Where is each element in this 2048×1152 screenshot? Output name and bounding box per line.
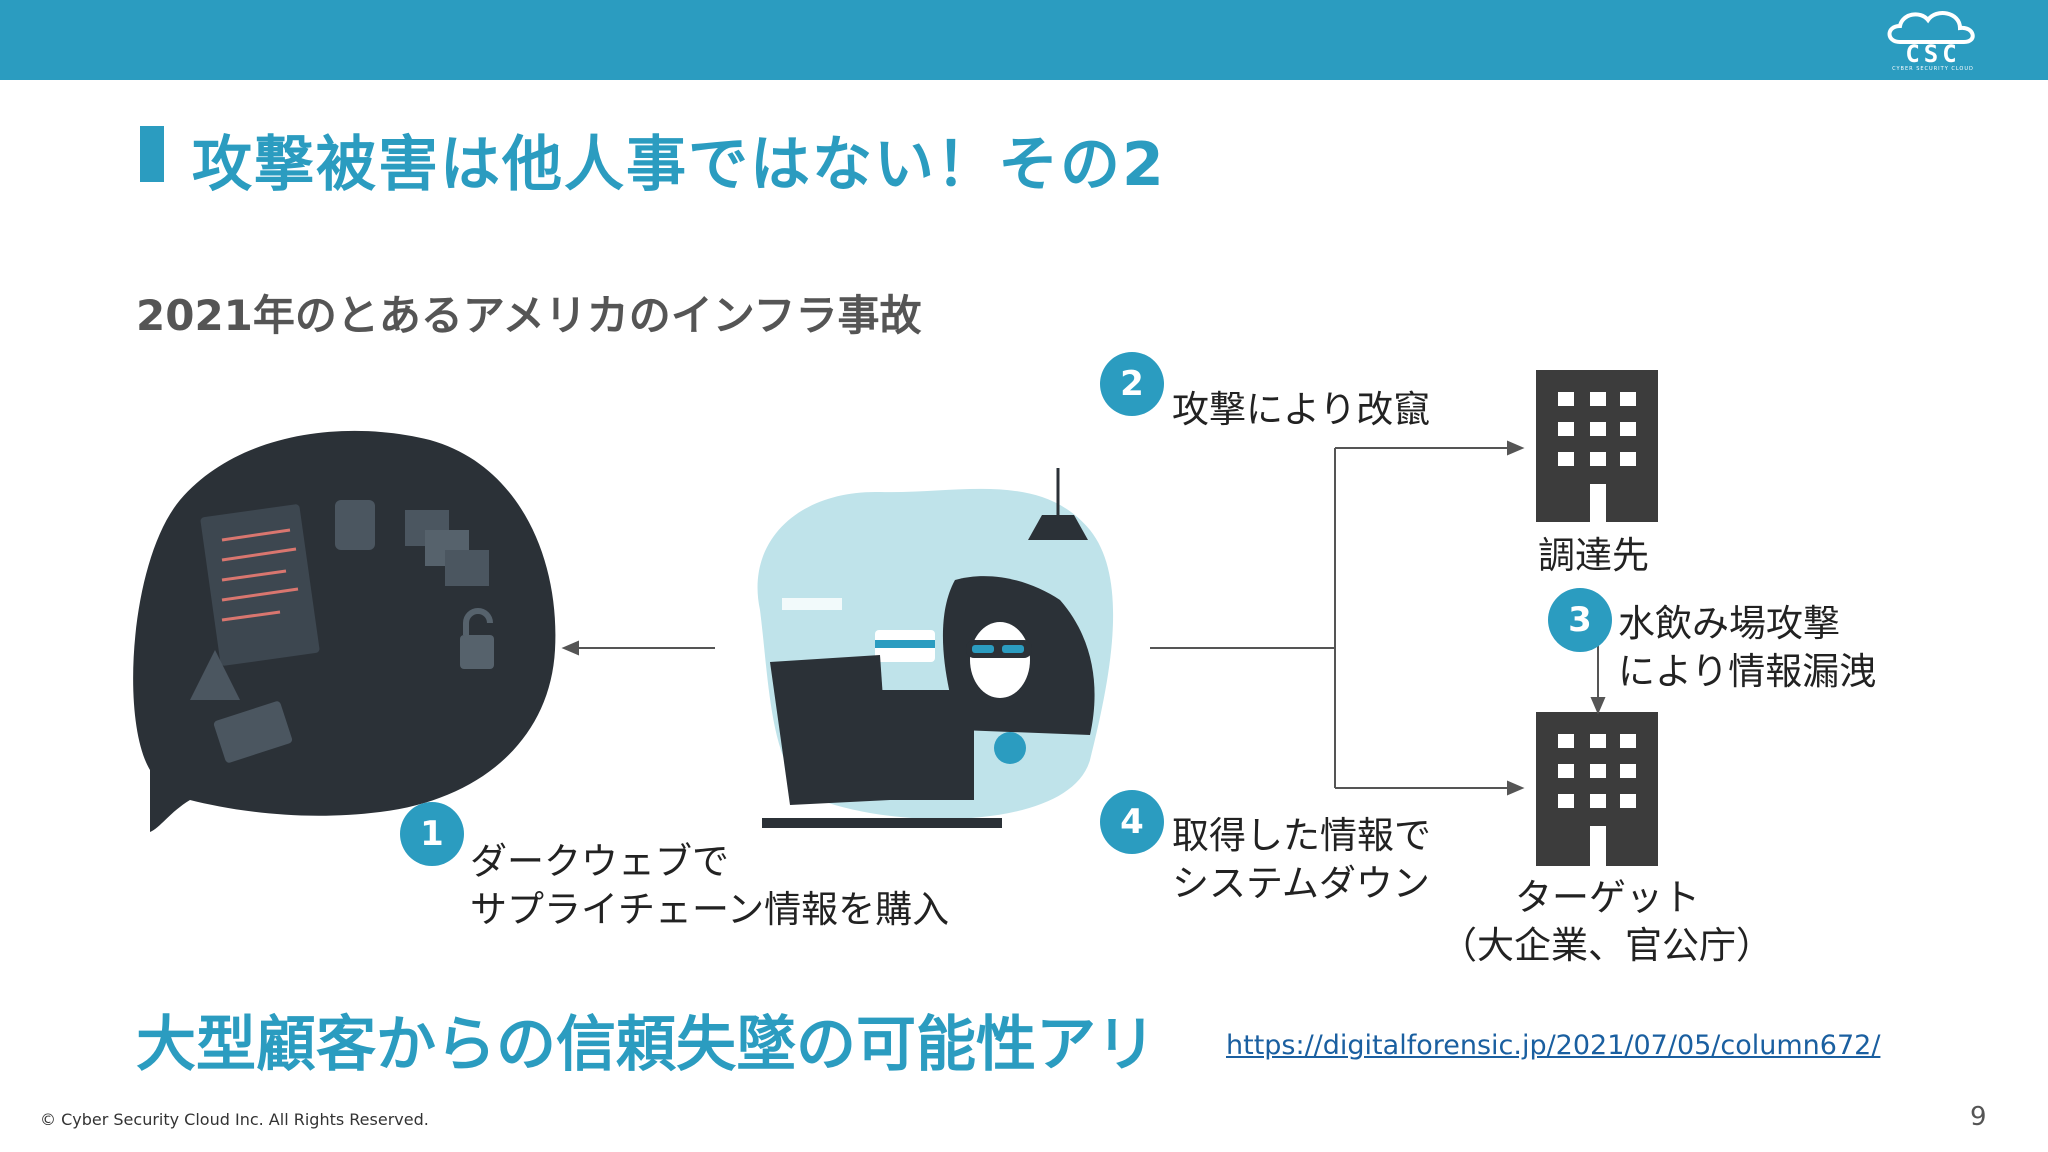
supplier-building-icon bbox=[1536, 370, 1658, 522]
title-accent-bar bbox=[140, 126, 164, 182]
step-4-badge: 4 bbox=[1100, 790, 1164, 854]
copyright-text: © Cyber Security Cloud Inc. All Rights R… bbox=[40, 1110, 429, 1129]
company-logo: CSC CYBER SECURITY CLOUD bbox=[1878, 6, 1988, 76]
target-label: ターゲット bbox=[1515, 876, 1700, 919]
step-1-label-line1: ダークウェブで bbox=[470, 840, 729, 883]
target-building-icon bbox=[1536, 712, 1658, 866]
arrow-branch-attack bbox=[1150, 440, 1525, 796]
header-bar: CSC CYBER SECURITY CLOUD bbox=[0, 0, 2048, 80]
page-number: 9 bbox=[1970, 1102, 1987, 1132]
step-2-badge: 2 bbox=[1100, 352, 1164, 416]
step-3-label-line2: により情報漏洩 bbox=[1618, 650, 1877, 693]
logo-subtext: CYBER SECURITY CLOUD bbox=[1892, 66, 1974, 72]
step-4-label-line1: 取得した情報で bbox=[1172, 814, 1431, 857]
step-1-label-line2: サプライチェーン情報を購入 bbox=[470, 888, 950, 931]
step-1-badge: 1 bbox=[400, 802, 464, 866]
arrow-to-dark-web bbox=[561, 640, 715, 656]
source-link[interactable]: https://digitalforensic.jp/2021/07/05/co… bbox=[1226, 1030, 1881, 1061]
cloud-icon bbox=[1887, 11, 1975, 44]
step-3-label-line1: 水飲み場攻撃 bbox=[1618, 602, 1840, 645]
target-sublabel: （大企業、官公庁） bbox=[1440, 924, 1773, 967]
step-4-label-line2: システムダウン bbox=[1172, 862, 1430, 905]
page-subtitle: 2021年のとあるアメリカのインフラ事故 bbox=[136, 291, 922, 340]
dark-web-illustration bbox=[133, 430, 556, 832]
conclusion-text: 大型顧客からの信頼失墜の可能性アリ bbox=[136, 1010, 1156, 1080]
supplier-label: 調達先 bbox=[1538, 534, 1649, 577]
logo-text: CSC bbox=[1905, 40, 1961, 68]
step-3-badge: 3 bbox=[1548, 588, 1612, 652]
hacker-illustration bbox=[757, 468, 1114, 828]
page-title: 攻撃被害は他人事ではない！その2 bbox=[192, 130, 1166, 200]
step-2-label: 攻撃により改竄 bbox=[1172, 388, 1431, 431]
